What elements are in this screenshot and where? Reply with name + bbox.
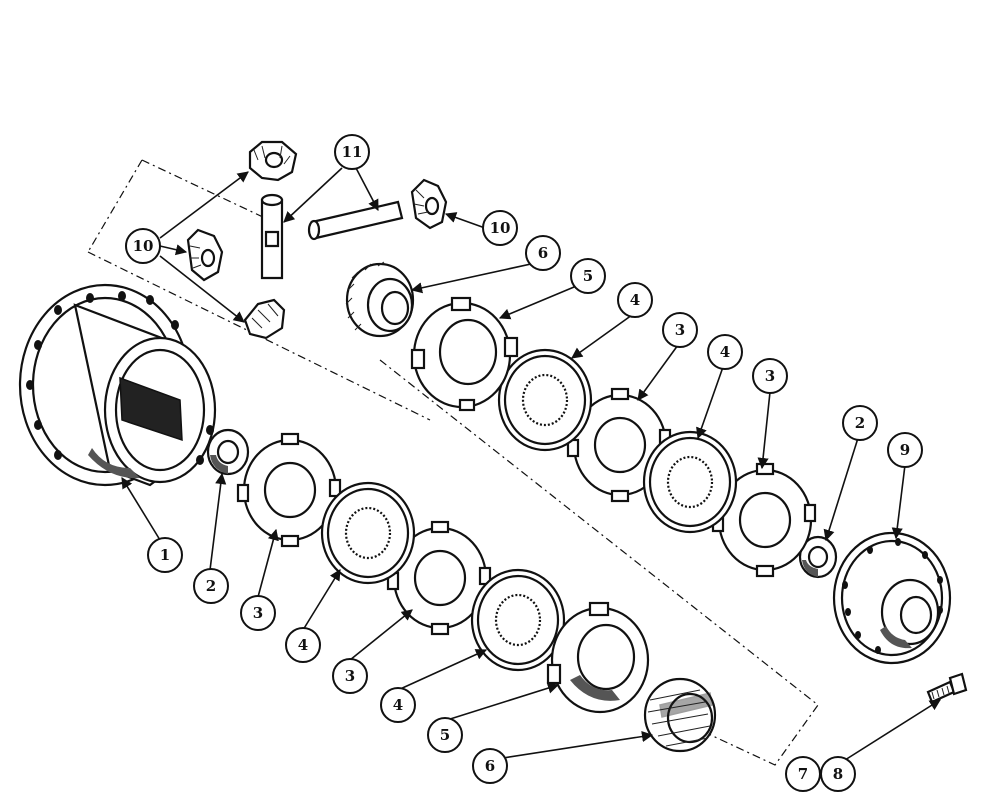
pinion-gear-left (186, 228, 224, 282)
callout-label: 8 (833, 765, 843, 783)
callout-label: 6 (485, 757, 495, 775)
assembly-boundary (87, 159, 819, 766)
clutch-plate-tabbed-1 (236, 432, 342, 548)
callout-10-left: 10 (125, 228, 161, 264)
callout-label: 11 (342, 143, 363, 161)
pinion-gear-bottom (243, 298, 286, 340)
callout-label: 2 (206, 577, 216, 595)
callout-label: 7 (798, 765, 808, 783)
clutch-plate-tabbed-2 (386, 520, 492, 636)
friction-disc-4 (642, 430, 738, 534)
callout-label: 4 (298, 636, 308, 654)
cross-shaft-vertical (260, 193, 284, 280)
callout-1: 1 (147, 537, 183, 573)
bolt (926, 672, 968, 704)
callout-label: 4 (630, 291, 640, 309)
callout-3-d: 3 (752, 358, 788, 394)
callout-label: 4 (393, 696, 403, 714)
callout-2-left: 2 (193, 568, 229, 604)
callout-label: 4 (720, 343, 730, 361)
pressure-ring-upper (410, 296, 519, 412)
callout-4-d: 4 (707, 334, 743, 370)
cross-shaft-horizontal (307, 200, 404, 241)
side-gear-upper (345, 261, 415, 338)
callout-label: 3 (765, 367, 775, 385)
callout-3-a: 3 (240, 595, 276, 631)
callout-4-a: 4 (285, 627, 321, 663)
callout-6-a: 6 (525, 235, 561, 271)
callout-label: 9 (900, 441, 910, 459)
friction-disc-3 (497, 348, 593, 452)
side-gear-lower (643, 677, 717, 753)
callout-4-b: 4 (380, 687, 416, 723)
callout-7: 7 (785, 756, 821, 792)
callout-label: 6 (538, 244, 548, 262)
case-flange-half (832, 531, 952, 665)
differential-case (18, 283, 217, 487)
callout-label: 3 (345, 667, 355, 685)
callout-3-b: 3 (332, 658, 368, 694)
callout-label: 2 (855, 414, 865, 432)
callout-label: 10 (133, 237, 154, 255)
callout-label: 3 (675, 321, 685, 339)
callout-label: 1 (160, 546, 170, 564)
pinion-gear-right (410, 178, 448, 230)
callout-8: 8 (820, 756, 856, 792)
callout-label: 5 (440, 726, 450, 744)
callout-4-c: 4 (617, 282, 653, 318)
friction-disc-1 (320, 481, 416, 585)
thrust-washer-right (798, 535, 838, 579)
callout-2-right: 2 (842, 405, 878, 441)
callout-5-a: 5 (570, 258, 606, 294)
callout-11: 11 (334, 134, 370, 170)
callout-6-b: 6 (472, 748, 508, 784)
callout-9: 9 (887, 432, 923, 468)
callout-label: 5 (583, 267, 593, 285)
callout-label: 10 (490, 219, 511, 237)
callout-label: 3 (253, 604, 263, 622)
thrust-washer-left (206, 428, 250, 476)
case-bolt-holes (26, 291, 214, 465)
pinion-gear-top (248, 140, 298, 182)
callout-5-b: 5 (427, 717, 463, 753)
friction-disc-2 (470, 568, 566, 672)
callout-10-right: 10 (482, 210, 518, 246)
callout-3-c: 3 (662, 312, 698, 348)
leader-lines (121, 167, 941, 761)
pressure-ring-lower (546, 601, 650, 714)
